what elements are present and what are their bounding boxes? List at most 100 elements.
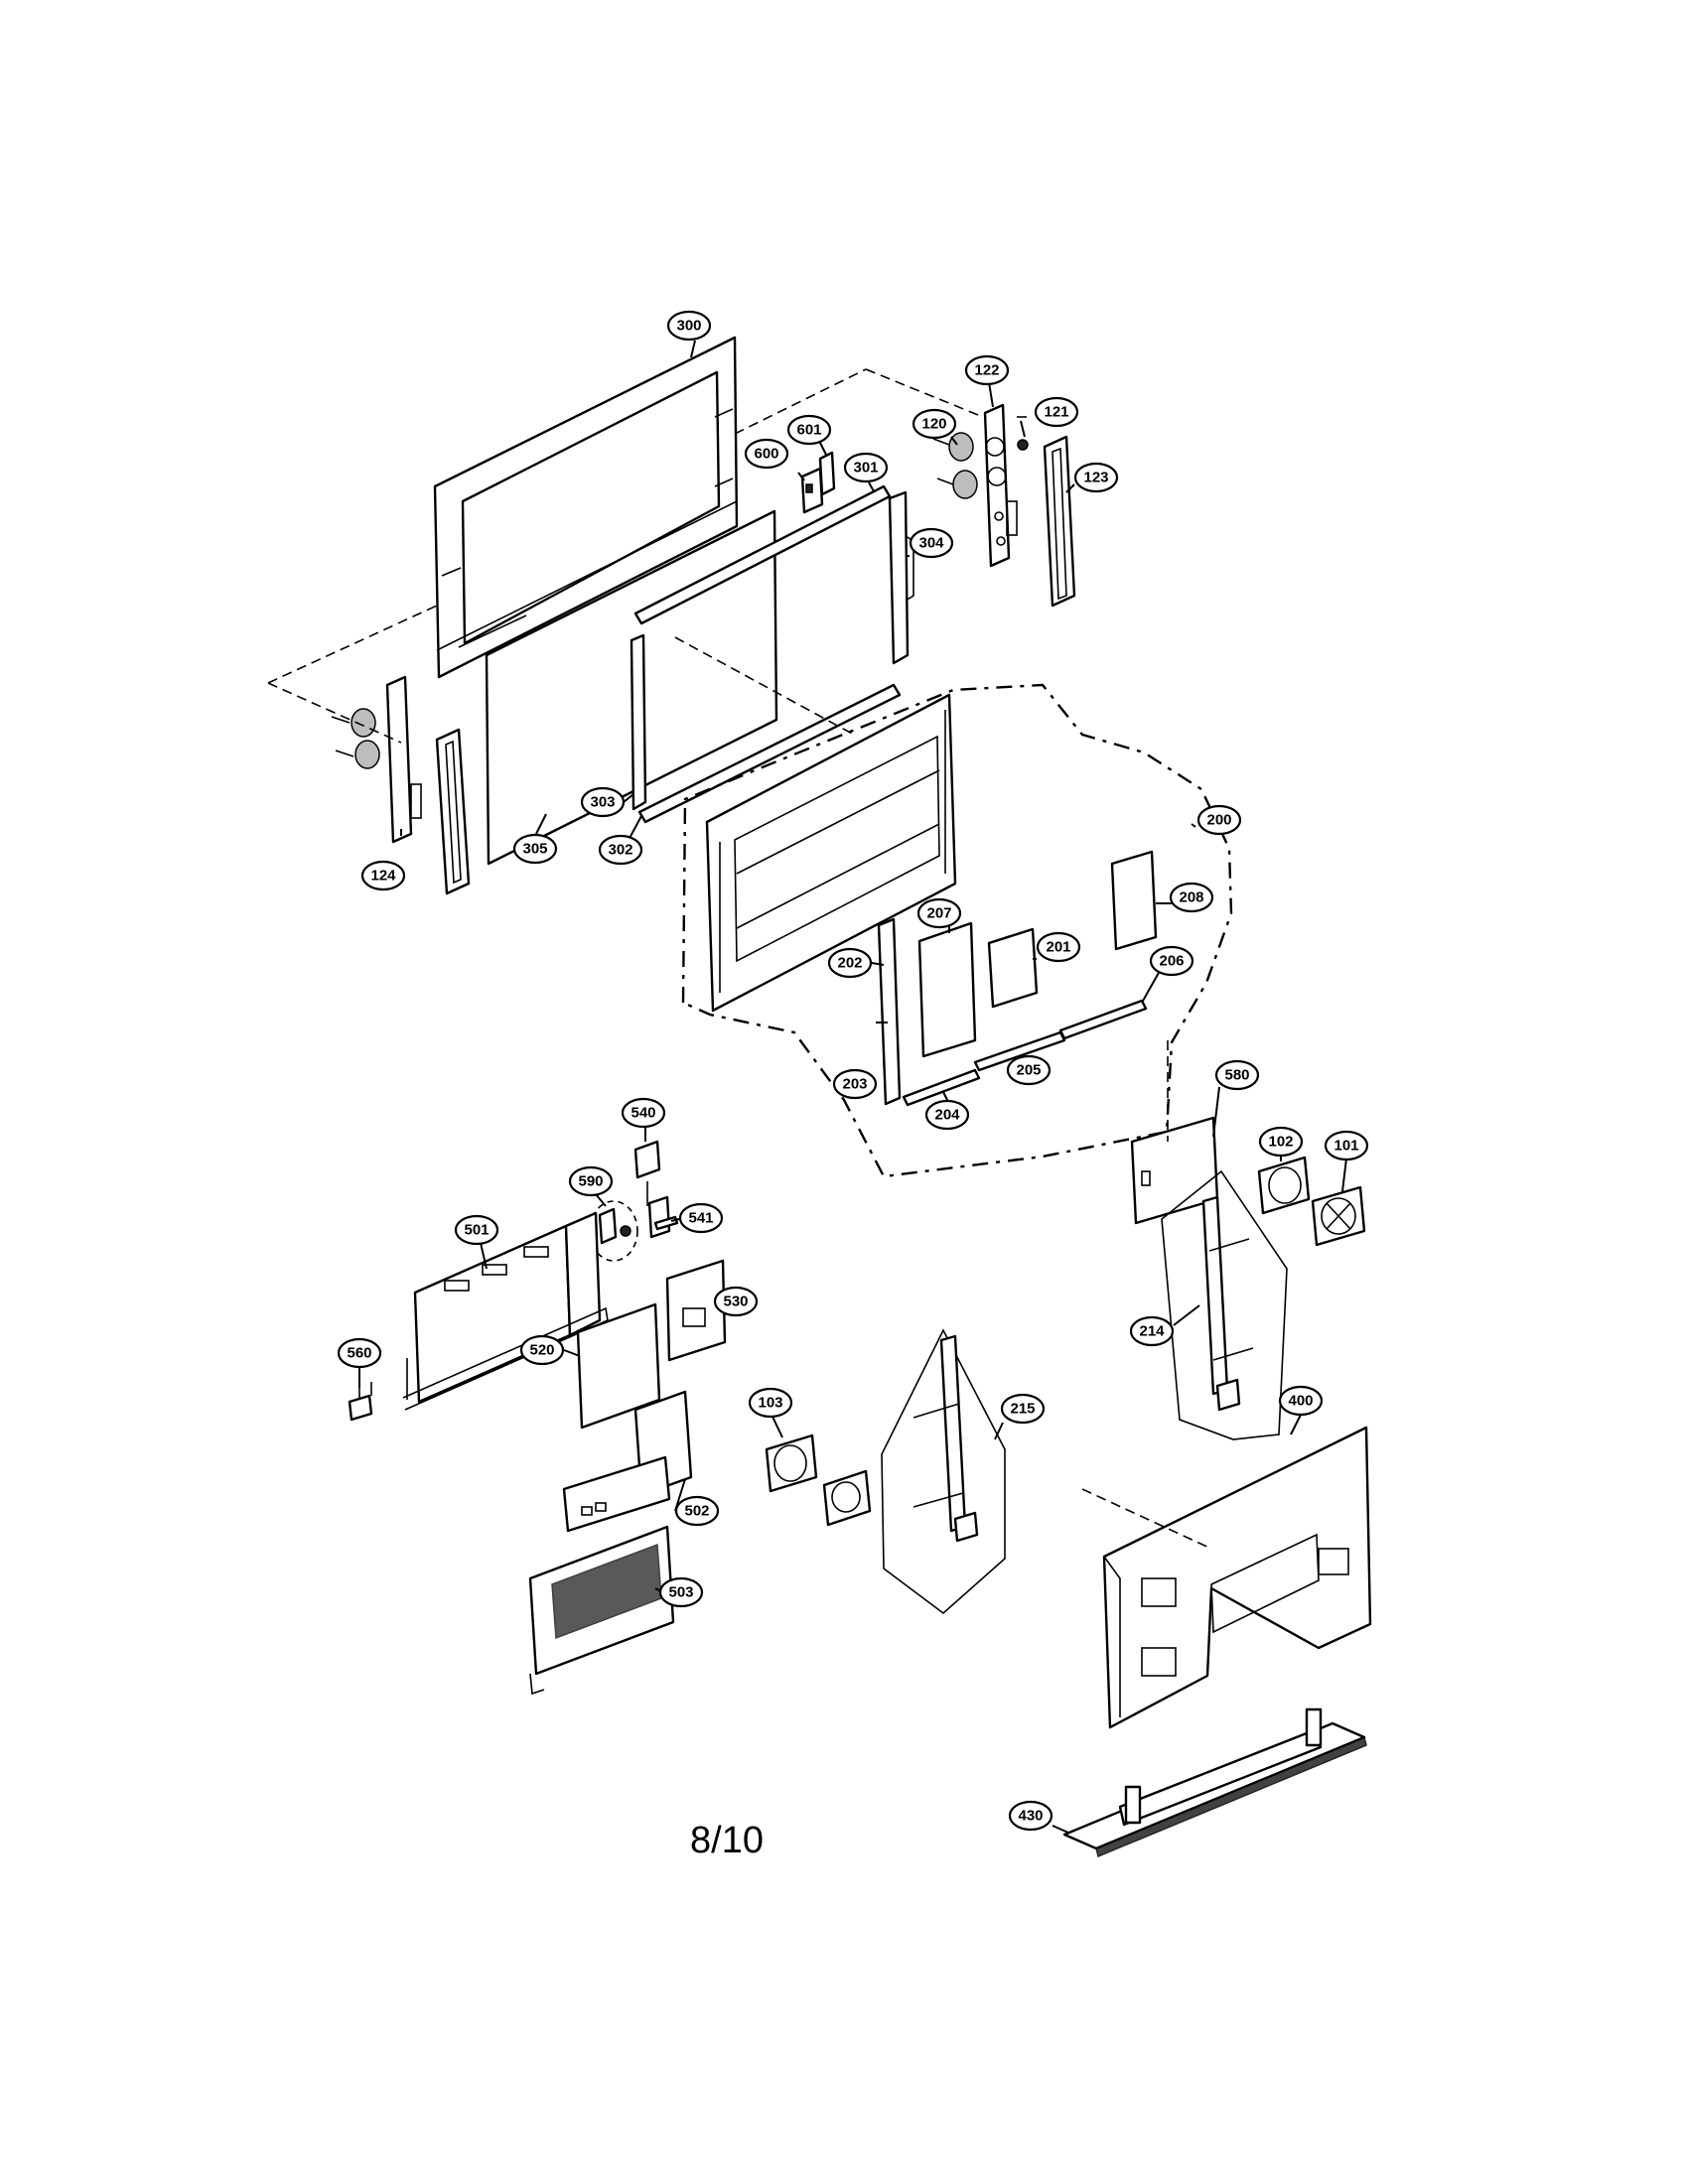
svg-text:122: 122 (974, 362, 999, 379)
part-215-bracket-group (881, 1328, 1006, 1615)
callout-520: 520 (519, 1334, 565, 1366)
part-430-stand (1062, 1707, 1367, 1858)
callout-301: 301 (843, 452, 889, 483)
group-200-chassis (681, 683, 1233, 1178)
svg-text:501: 501 (464, 1222, 489, 1239)
callout-208: 208 (1169, 882, 1214, 913)
callout-207: 207 (916, 897, 962, 929)
part-503-shield (528, 1525, 675, 1696)
callout-601: 601 (786, 414, 832, 446)
svg-text:203: 203 (842, 1076, 867, 1093)
part-501-main-board (402, 1211, 609, 1411)
svg-text:301: 301 (853, 460, 878, 477)
callout-123: 123 (1073, 462, 1119, 493)
callout-304: 304 (909, 527, 954, 559)
callout-580: 580 (1214, 1059, 1260, 1091)
svg-text:540: 540 (631, 1105, 655, 1122)
svg-text:123: 123 (1083, 470, 1108, 486)
svg-text:580: 580 (1224, 1067, 1249, 1084)
part-560-switch (348, 1382, 373, 1422)
callout-502: 502 (674, 1495, 720, 1527)
part-101-fan (1311, 1185, 1366, 1247)
svg-text:601: 601 (796, 422, 821, 439)
part-301-top-bar (633, 484, 892, 625)
svg-text:200: 200 (1206, 812, 1231, 829)
callout-541: 541 (678, 1202, 724, 1234)
part-302-bottom-bar (637, 683, 902, 824)
callout-203: 203 (832, 1068, 878, 1100)
callout-202: 202 (827, 947, 873, 979)
part-520-board (576, 1302, 661, 1430)
part-541-bracket (647, 1195, 679, 1239)
callout-201: 201 (1036, 931, 1081, 963)
callout-305: 305 (512, 833, 558, 865)
part-206-bar (1058, 999, 1148, 1040)
svg-text:202: 202 (837, 955, 862, 972)
part-102-fan-bracket (1257, 1156, 1311, 1215)
svg-text:430: 430 (1018, 1808, 1043, 1825)
callout-501: 501 (454, 1214, 499, 1246)
svg-text:102: 102 (1268, 1134, 1293, 1151)
svg-text:204: 204 (934, 1107, 960, 1124)
svg-text:215: 215 (1010, 1401, 1035, 1418)
callout-101: 101 (1324, 1130, 1369, 1161)
part-201-board (987, 927, 1039, 1009)
part-300-front-bezel (433, 336, 739, 679)
svg-text:201: 201 (1046, 939, 1070, 956)
callout-590: 590 (568, 1165, 614, 1197)
svg-text:205: 205 (1016, 1062, 1041, 1079)
part-208-board (1110, 850, 1158, 951)
part-121-screw (1017, 416, 1029, 451)
callout-215: 215 (1000, 1393, 1046, 1425)
callout-303: 303 (580, 786, 626, 818)
svg-text:208: 208 (1179, 889, 1203, 906)
svg-text:101: 101 (1333, 1138, 1358, 1155)
assembly-lines (267, 368, 1212, 1550)
part-502-bracket (562, 1390, 693, 1533)
svg-text:103: 103 (758, 1395, 782, 1412)
svg-text:302: 302 (608, 842, 632, 859)
svg-text:520: 520 (529, 1342, 554, 1359)
callout-503: 503 (658, 1576, 704, 1608)
svg-text:502: 502 (684, 1503, 709, 1520)
callout-205: 205 (1006, 1054, 1052, 1086)
svg-text:600: 600 (754, 446, 778, 463)
part-530-board (665, 1259, 727, 1362)
part-122-right-speaker-bracket (983, 403, 1011, 568)
svg-text:304: 304 (918, 535, 944, 552)
callout-430: 430 (1008, 1800, 1053, 1832)
svg-text:120: 120 (921, 416, 946, 433)
svg-text:300: 300 (676, 318, 701, 335)
part-304-right-strip (888, 490, 914, 665)
part-303-left-strip (630, 633, 647, 811)
svg-text:207: 207 (926, 905, 951, 922)
callout-300: 300 (666, 310, 712, 341)
svg-text:214: 214 (1139, 1323, 1165, 1340)
svg-text:305: 305 (522, 841, 547, 858)
svg-text:303: 303 (590, 794, 615, 811)
page-number: 8/10 (690, 1820, 764, 1861)
callout-214: 214 (1129, 1315, 1175, 1347)
svg-text:206: 206 (1159, 953, 1184, 970)
part-205-bar (973, 1030, 1066, 1072)
callout-102: 102 (1258, 1126, 1304, 1158)
callout-103: 103 (748, 1387, 793, 1419)
svg-text:560: 560 (347, 1345, 371, 1362)
svg-text:400: 400 (1288, 1393, 1313, 1410)
callout-530: 530 (713, 1286, 759, 1317)
callout-400: 400 (1278, 1385, 1324, 1417)
part-204-bar (902, 1068, 981, 1107)
svg-text:530: 530 (723, 1294, 748, 1310)
callout-600: 600 (744, 438, 789, 470)
callout-204: 204 (924, 1099, 970, 1131)
callout-560: 560 (337, 1337, 382, 1369)
callout-302: 302 (598, 834, 643, 866)
svg-text:124: 124 (370, 868, 396, 885)
callout-124: 124 (360, 860, 406, 891)
callout-540: 540 (621, 1097, 666, 1129)
callout-121: 121 (1034, 396, 1079, 428)
part-540-board (633, 1140, 661, 1206)
callout-122: 122 (964, 354, 1010, 386)
part-103-fan (765, 1433, 872, 1527)
